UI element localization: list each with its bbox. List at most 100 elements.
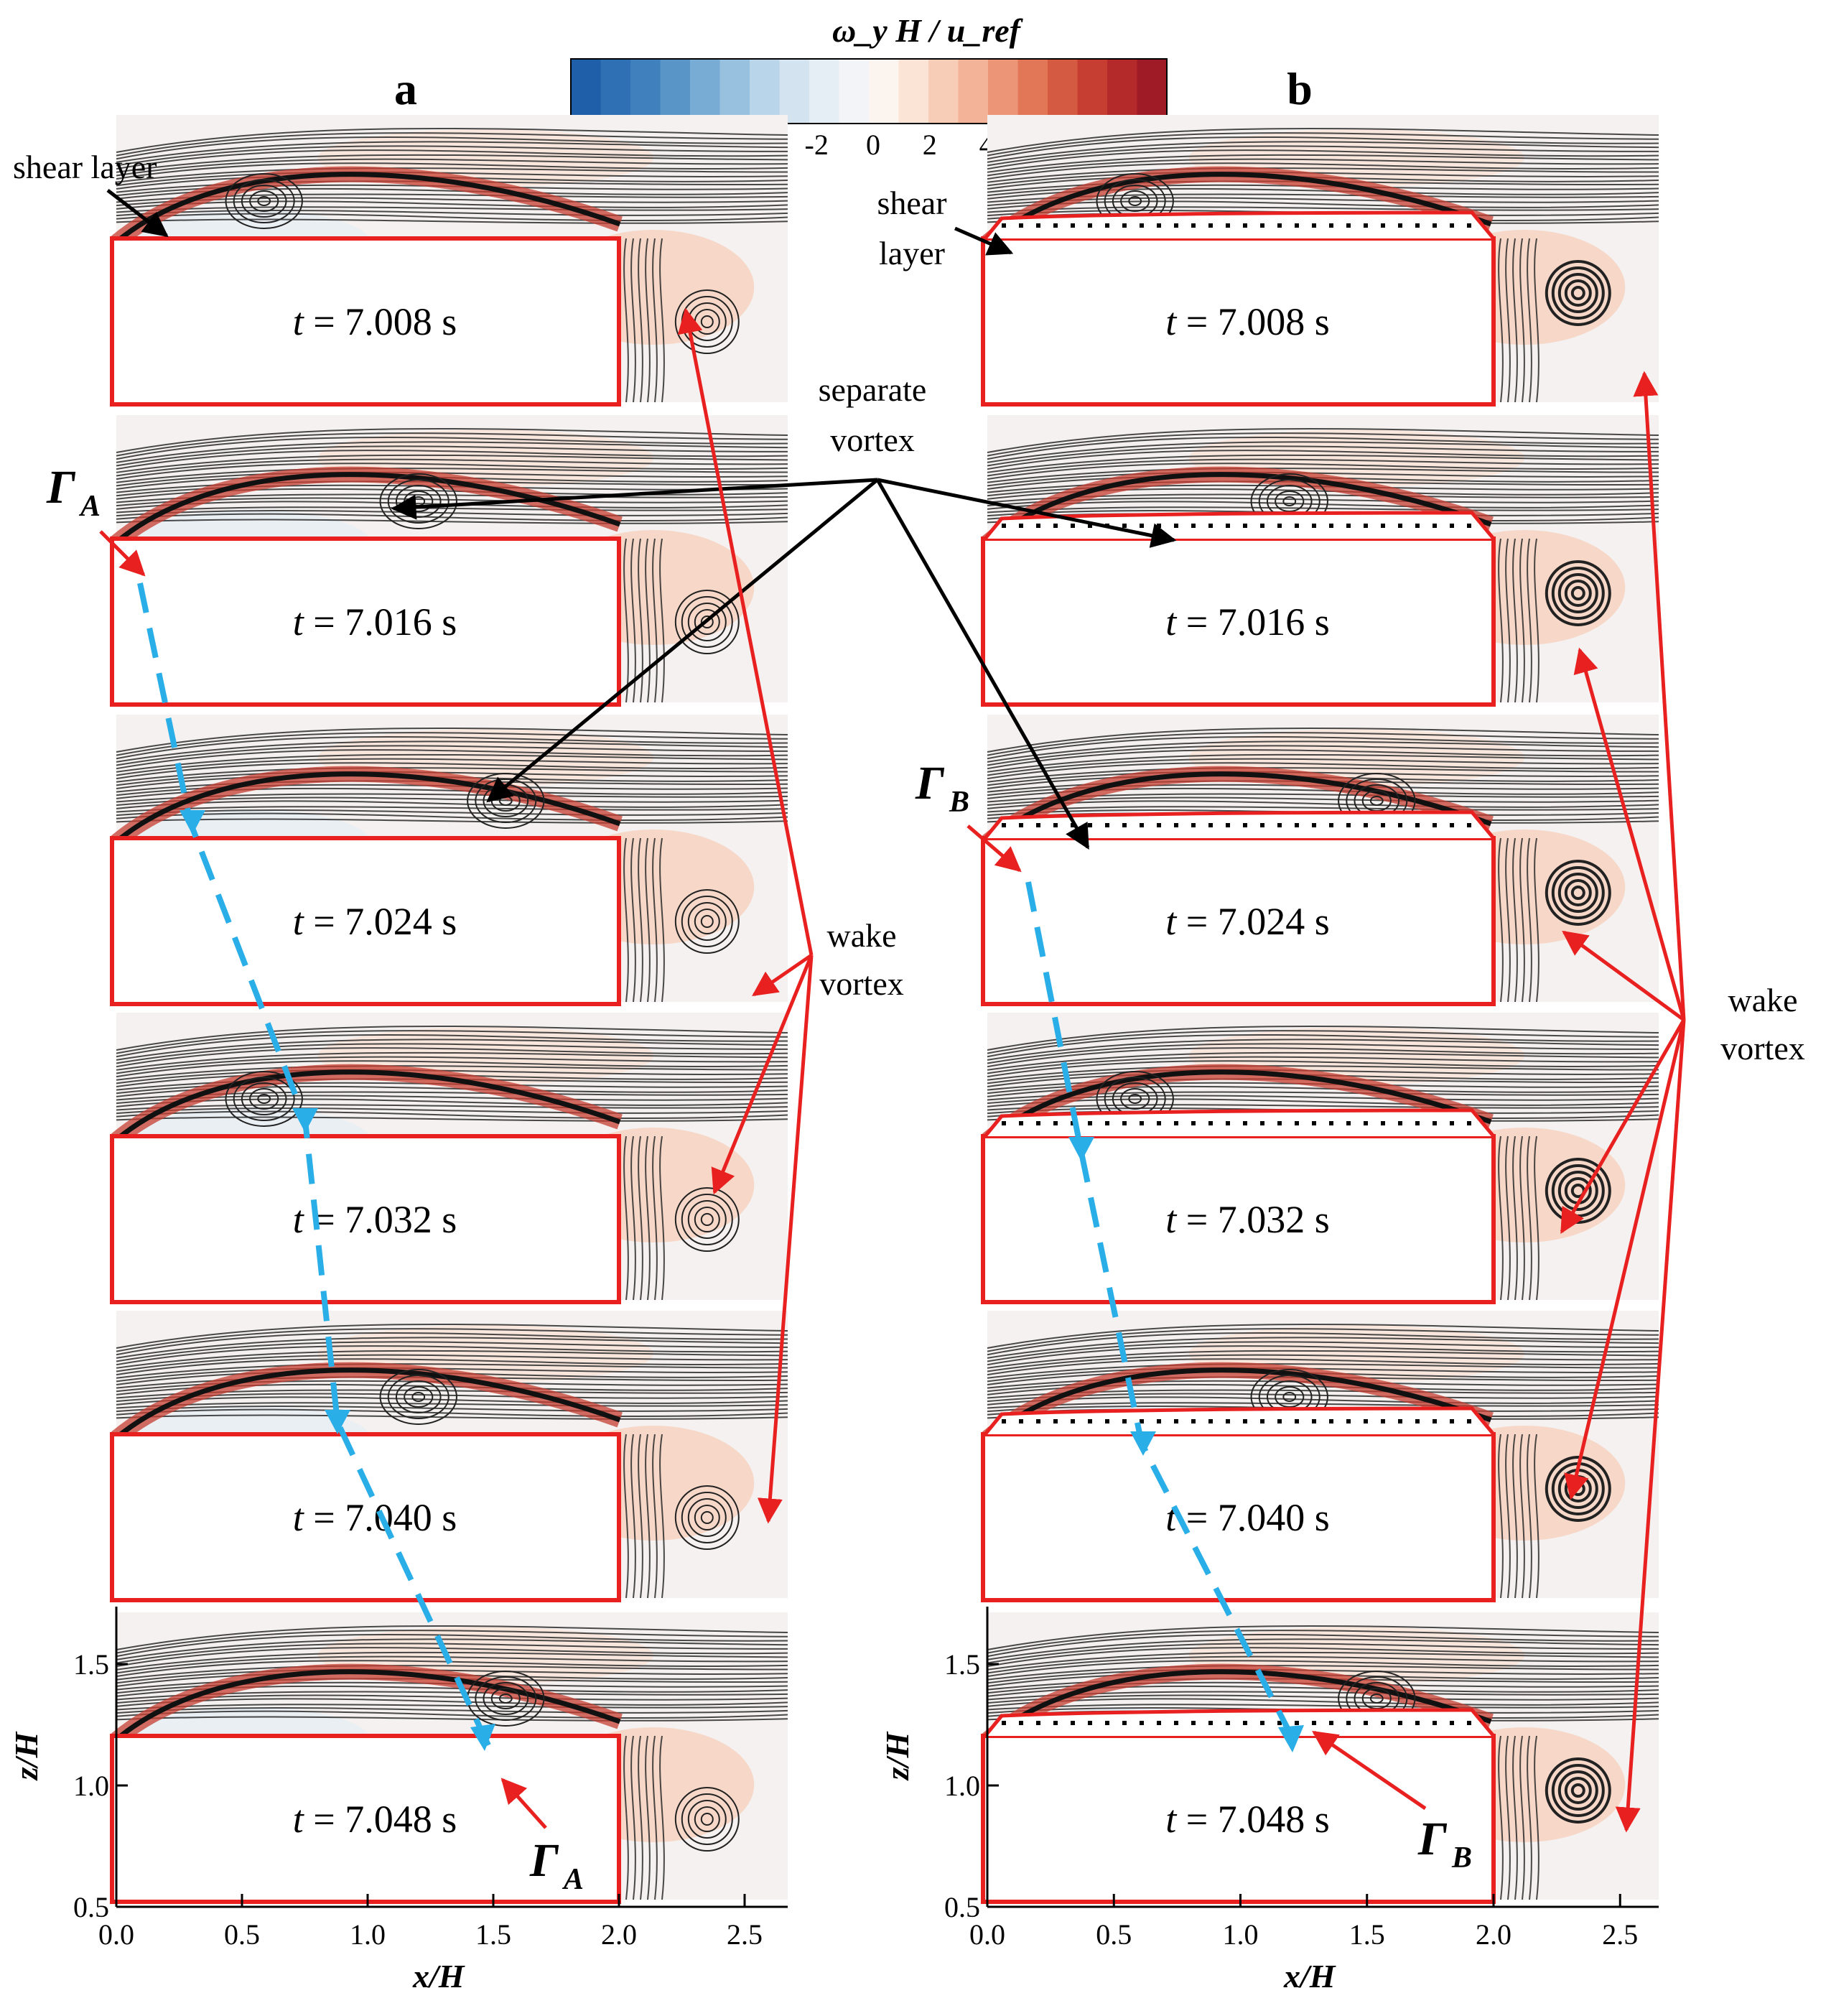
streamline [116, 145, 788, 167]
gamma-a-bottom-arrow [500, 1778, 547, 1829]
streamline [987, 745, 1659, 766]
streamline [987, 145, 1659, 167]
wake-vortex [700, 1511, 714, 1524]
streamline [987, 132, 1659, 157]
wake-vortex [687, 1200, 727, 1239]
streamline [116, 1408, 788, 1418]
time-symbol: t [293, 900, 305, 943]
streamline [116, 1716, 788, 1722]
wake-vortex [694, 1806, 720, 1832]
separate-vortex [404, 1386, 434, 1408]
wake-streamline [659, 238, 665, 403]
bluff-body [110, 236, 621, 407]
wake-streamline [1498, 1735, 1504, 1900]
streamline [987, 1638, 1659, 1660]
streamline [116, 1660, 788, 1678]
x-tick-label: 0.0 [98, 1918, 134, 1951]
streamline [987, 454, 1659, 473]
shear-layer-line [114, 172, 621, 244]
streamline [116, 1414, 788, 1420]
column-b-frames: t = 7.008 st = 7.016 st = 7.024 st = 7.0… [981, 115, 1659, 1904]
streamline [116, 445, 788, 467]
streamline [116, 1332, 788, 1356]
colorbar-cell [600, 59, 631, 124]
wake-streamline [623, 837, 629, 1003]
wake-streamline [645, 538, 651, 703]
streamline [116, 1047, 788, 1068]
separate-vortex [467, 773, 545, 829]
streamline [987, 149, 1659, 170]
x-tick-label: 2.0 [601, 1918, 637, 1951]
streamline [116, 154, 788, 173]
wake-vortex [687, 902, 727, 941]
wake-vortex-arrow [757, 954, 814, 1524]
time-symbol: t [293, 1798, 305, 1841]
streamline [116, 767, 788, 783]
time-value: = 7.008 s [304, 300, 457, 343]
separate-vortex [241, 1082, 287, 1115]
streamline [987, 732, 1659, 756]
wake-vortex [1557, 573, 1598, 613]
wake-vortex [1551, 266, 1605, 320]
gamma-b-arrowhead [1278, 1725, 1304, 1752]
streamline [116, 1033, 788, 1058]
streamline [116, 1363, 788, 1379]
shear-layer-line [985, 172, 1492, 244]
streamline [987, 1341, 1659, 1362]
wake-vortex [1570, 286, 1585, 300]
time-label: t = 7.040 s [293, 1496, 457, 1539]
separate-vortex [249, 1088, 279, 1110]
wake-streamline [659, 1434, 665, 1599]
wake-vortex-label-a-1: wake [826, 917, 896, 954]
colorbar-cell [1137, 59, 1168, 124]
streamline [987, 735, 1659, 760]
streamline [116, 141, 788, 163]
streamline [116, 812, 788, 822]
shear-layer-line [985, 1367, 1492, 1440]
wake-streamline [645, 1434, 651, 1599]
frame-a: t = 7.024 s [110, 715, 788, 1006]
y-tick-label: 0.5 [944, 1891, 980, 1923]
streamline [116, 1116, 788, 1122]
time-value: = 7.024 s [304, 900, 457, 943]
time-symbol: t [293, 1496, 305, 1539]
streamline [116, 1328, 788, 1352]
streamline [116, 1633, 788, 1658]
streamline [116, 1647, 788, 1668]
wake-streamline [645, 1735, 651, 1900]
wake-vortex [674, 590, 740, 654]
streamline [116, 213, 788, 222]
wake-streamline [659, 837, 665, 1003]
wake-streamline [1498, 238, 1504, 403]
streamline [987, 749, 1659, 770]
wake-streamline [1519, 538, 1525, 703]
wake-streamline [638, 1434, 643, 1599]
wake-vortex [700, 1813, 714, 1826]
streamline [116, 432, 788, 457]
streamline [987, 445, 1659, 467]
shear-layer-line [114, 771, 621, 844]
streamline [987, 1039, 1659, 1061]
streamline [987, 1337, 1659, 1359]
streamline [116, 806, 788, 813]
wake-vortex-arrow [1573, 647, 1686, 1021]
bluff-body [110, 536, 621, 707]
wake-vortex [1545, 1456, 1611, 1522]
streamline [116, 1043, 788, 1064]
wake-streamline [1534, 1135, 1539, 1301]
wake-streamline [1505, 1135, 1511, 1301]
wake-streamline [623, 1135, 629, 1301]
wake-streamline [652, 238, 658, 403]
streamline [987, 1033, 1659, 1058]
time-label: t = 7.048 s [293, 1798, 457, 1841]
streamline [987, 762, 1659, 780]
frame-b: t = 7.040 s [981, 1311, 1659, 1602]
gamma-b-symbol: Γ [1417, 1813, 1448, 1865]
separate-vortex [498, 1694, 513, 1704]
separate-vortex [1282, 1392, 1297, 1402]
wake-vortex [1557, 873, 1598, 913]
streamline [987, 1332, 1659, 1356]
wake-vortex-arrow [1633, 371, 1686, 1021]
gamma-b-symbol: Γ [915, 757, 945, 809]
streamline [987, 1655, 1659, 1674]
